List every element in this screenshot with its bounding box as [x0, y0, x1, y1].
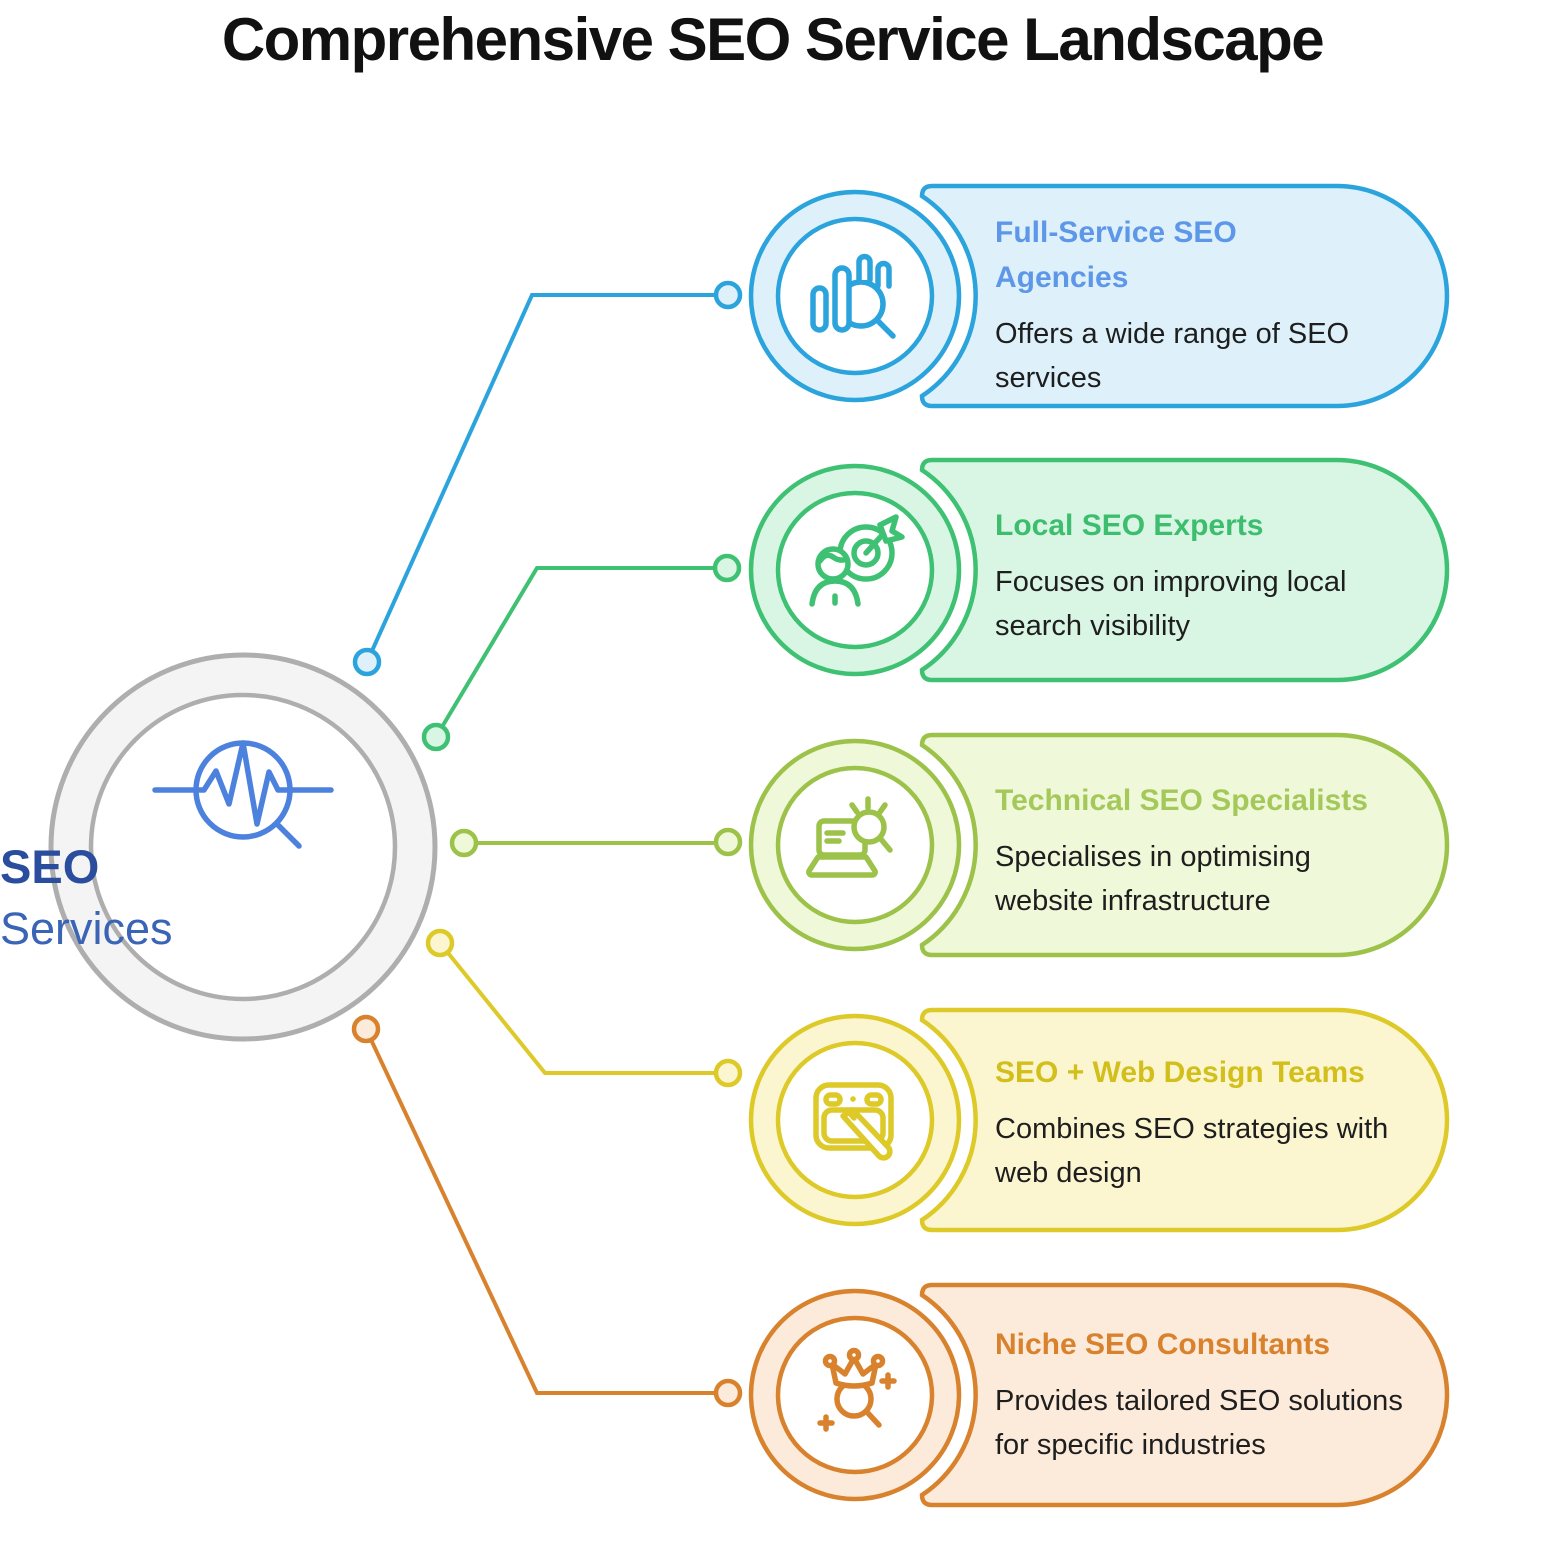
connector-dot — [713, 1058, 743, 1088]
branch-text-technical: Technical SEO Specialists Specialises in… — [995, 778, 1465, 923]
branch-heading: Technical SEO Specialists — [995, 784, 1368, 817]
branch-text-full-service: Full-Service SEO Agencies Offers a wide … — [995, 210, 1465, 400]
branch-heading: Full-Service SEO Agencies — [995, 216, 1237, 294]
branch-description: Provides tailored SEO solutions for spec… — [995, 1385, 1403, 1461]
branch-text-niche: Niche SEO Consultants Provides tailored … — [995, 1322, 1465, 1467]
branch-pill — [919, 1282, 1450, 1508]
branch-text-web-design: SEO + Web Design Teams Combines SEO stra… — [995, 1050, 1465, 1195]
branch-circle-inner — [775, 490, 935, 650]
branch-heading: Niche SEO Consultants — [995, 1328, 1331, 1361]
branch-pill — [919, 1007, 1450, 1233]
connector-dot — [713, 827, 743, 857]
pulse-magnifier-icon — [152, 740, 334, 849]
branch-description: Offers a wide range of SEO services — [995, 318, 1350, 394]
connector-dot — [421, 722, 451, 752]
branch-node-full-service — [748, 183, 1450, 409]
branch-pill — [919, 457, 1450, 683]
target-person-icon — [809, 514, 905, 607]
branch-node-technical — [748, 732, 1450, 958]
central-label-secondary: Services — [0, 903, 173, 954]
branch-pill — [919, 183, 1450, 409]
central-node — [48, 652, 438, 1042]
connector-dot — [449, 828, 479, 858]
branch-node-local — [748, 457, 1450, 683]
connector-web-design — [438, 941, 728, 1075]
connector-dot — [713, 280, 743, 310]
connector-dot — [713, 1378, 743, 1408]
crown-magnifier-icon — [817, 1347, 897, 1432]
branch-heading: SEO + Web Design Teams — [995, 1056, 1365, 1089]
bar-chart-magnifier-icon — [810, 253, 896, 339]
connector-full-service — [365, 293, 728, 663]
connector-dot — [425, 928, 455, 958]
connector-dot — [352, 647, 382, 677]
branch-description: Focuses on improving local search visibi… — [995, 566, 1347, 642]
branch-heading: Local SEO Experts — [995, 509, 1264, 542]
central-label-primary: SEO — [0, 840, 100, 893]
central-inner-circle — [88, 692, 398, 1002]
laptop-magnifier-icon — [806, 796, 893, 878]
page-title: Comprehensive SEO Service Landscape — [221, 6, 1325, 73]
design-tablet-pencil-icon — [813, 1082, 894, 1161]
connector-niche — [364, 1028, 728, 1395]
connectors — [364, 293, 728, 1395]
connector-local — [434, 566, 727, 739]
branch-description: Combines SEO strategies with web design — [995, 1113, 1389, 1189]
branch-node-niche — [748, 1282, 1450, 1508]
branch-text-local: Local SEO Experts Focuses on improving l… — [995, 503, 1465, 648]
branch-node-web-design — [748, 1007, 1450, 1233]
connector-dot — [712, 553, 742, 583]
branch-description: Specialises in optimising website infras… — [995, 841, 1311, 917]
connector-dot — [351, 1014, 381, 1044]
branch-pill — [919, 732, 1450, 958]
connector-dots — [351, 280, 743, 1408]
